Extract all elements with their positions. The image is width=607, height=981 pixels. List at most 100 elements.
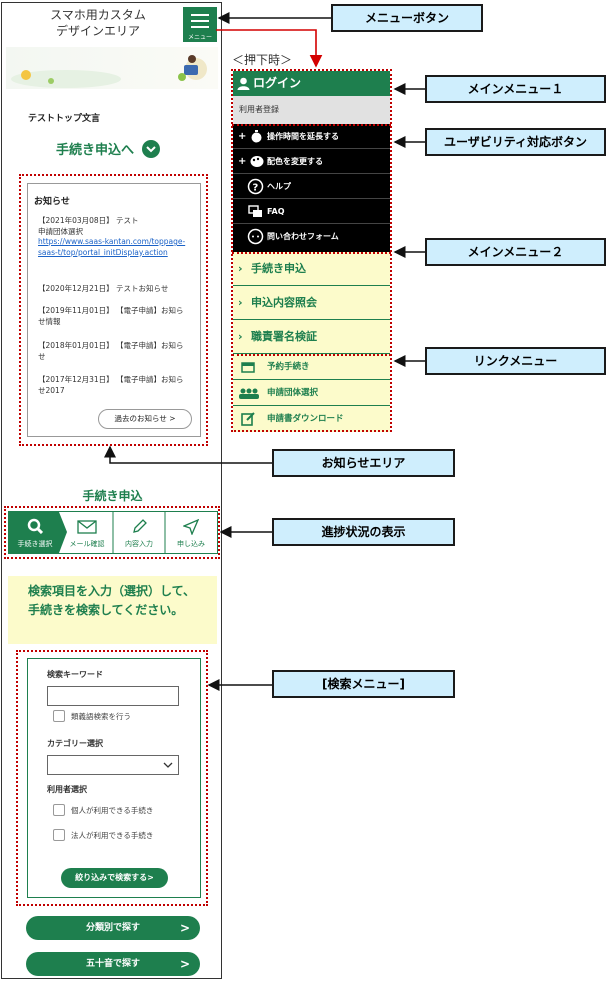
news-item: 【2021年03月08日】 テスト 申請団体選択 https://www.saa… — [38, 216, 188, 258]
procedure-link-label: 手続き申込へ — [56, 143, 135, 158]
link-item-group[interactable]: 申請団体選択 — [233, 380, 390, 406]
callout-progress: 進捗状況の表示 — [272, 518, 455, 546]
link-item-label: 予約手続き — [267, 362, 310, 372]
menu-register[interactable]: 利用者登録 — [233, 96, 390, 124]
menu-login[interactable]: ログイン — [233, 71, 390, 96]
news-item-title: 【2021年03月08日】 テスト — [38, 216, 139, 225]
extend-time-label: 操作時間を延長する — [267, 132, 339, 141]
chevron-right-icon: › — [238, 296, 243, 309]
browse-category-button[interactable]: 分類別で探す > — [26, 916, 200, 940]
help-icon: ? — [247, 178, 264, 195]
chevron-right-icon: > — [179, 921, 190, 935]
help-button[interactable]: ? ヘルプ — [233, 174, 390, 199]
link-item-download[interactable]: 申請書ダウンロード — [233, 406, 390, 432]
past-news-button[interactable]: 過去のお知らせ > — [98, 409, 192, 429]
category-select[interactable] — [47, 755, 179, 775]
link-item-label: 申請書ダウンロード — [267, 414, 344, 424]
faq-button[interactable]: FAQ — [233, 199, 390, 224]
step-label: 申し込み — [177, 540, 205, 548]
filter-search-button[interactable]: 絞り込みで検索する> — [61, 868, 168, 888]
qa-icon — [247, 228, 264, 245]
corporate-checkbox[interactable] — [53, 829, 65, 841]
usability-menu: + 操作時間を延長する + 配色を変更する ? ヘルプ FAQ 問い合わせフォー… — [233, 124, 390, 252]
keyword-input[interactable] — [47, 686, 179, 706]
help-label: ヘルプ — [267, 182, 291, 191]
step-input: 内容入力 — [113, 512, 165, 553]
menu-login-label: ログイン — [253, 76, 302, 90]
palette-icon — [250, 156, 264, 167]
procedure-heading: 手続き申込 — [82, 489, 143, 503]
top-text: テストトップ文言 — [28, 114, 101, 124]
progress-highlight — [4, 506, 220, 559]
menu-item-label: 職責署名検証 — [251, 330, 317, 343]
step-mail: メール確認 — [61, 512, 113, 553]
plus-icon: + — [238, 156, 247, 167]
search-menu-highlight — [16, 650, 208, 906]
faq-label: FAQ — [267, 207, 285, 216]
menu-item-label: 申込内容照会 — [251, 296, 317, 309]
calendar-icon — [241, 362, 255, 373]
callout-search-menu: [検索メニュー] — [272, 670, 455, 698]
procedure-link[interactable]: 手続き申込へ — [56, 139, 160, 158]
menu-button-label: メニュー — [187, 34, 212, 41]
stopwatch-icon — [251, 130, 262, 143]
arrow-news-area — [104, 445, 272, 464]
news-item: 【2019年11月01日】 【電子申請】お知らせ情報 — [38, 306, 184, 326]
contact-form-button[interactable]: 問い合わせフォーム — [233, 224, 390, 249]
step-label: メール確認 — [69, 540, 105, 548]
edit-document-icon — [241, 412, 255, 426]
news-area: お知らせ 【2021年03月08日】 テスト 申請団体選択 https://ww… — [27, 183, 201, 437]
callout-usability: ユーザビリティ対応ボタン — [425, 128, 606, 156]
step-active-shape — [9, 512, 166, 553]
menu-button[interactable]: メニュー — [183, 7, 217, 42]
browse-category-label: 分類別で探す — [85, 923, 140, 933]
news-item: 【2017年12月31日】 【電子申請】お知らせ2017 — [38, 375, 184, 395]
chat-icon — [248, 205, 262, 217]
personal-checkbox[interactable] — [53, 804, 65, 816]
synonym-checkbox[interactable] — [53, 710, 65, 722]
main-menu-2-divider — [232, 252, 391, 254]
link-item-reservation[interactable]: 予約手続き — [233, 354, 390, 380]
chevron-right-icon: > — [179, 957, 190, 971]
step-apply: 申し込み — [165, 512, 217, 553]
personal-label: 個人が利用できる手続き — [71, 806, 154, 815]
browse-kana-button[interactable]: 五十音で探す > — [26, 952, 200, 976]
mail-icon — [77, 520, 97, 534]
progress-steps: 手続き選択 メール確認 内容入力 申し込み — [8, 511, 218, 554]
chevron-down-icon — [163, 762, 173, 768]
chevron-right-icon: › — [238, 330, 243, 343]
menu-item-inquiry[interactable]: › 申込内容照会 — [233, 286, 390, 320]
category-label: カテゴリー選択 — [47, 739, 103, 748]
menu-item-signature[interactable]: › 職責署名検証 — [233, 320, 390, 354]
step-label: 内容入力 — [125, 540, 153, 548]
phone-mockup: スマホ用カスタム デザインエリア メニュー テストトップ文言 手続き申込へ お知… — [1, 2, 222, 979]
banner-illustration — [11, 55, 207, 88]
news-item-link[interactable]: https://www.saas-kantan.com/toppage-saas… — [38, 237, 186, 257]
contact-form-label: 問い合わせフォーム — [267, 232, 339, 241]
main-menu-highlight — [231, 69, 392, 432]
news-item: 【2018年01月01日】 【電子申請】お知らせ — [38, 341, 184, 361]
svg-text:?: ? — [253, 183, 259, 194]
change-color-button[interactable]: + 配色を変更する — [233, 149, 390, 174]
hamburger-icon-bar — [191, 26, 209, 28]
link-item-label: 申請団体選択 — [267, 388, 319, 398]
callout-news-area: お知らせエリア — [272, 449, 455, 477]
news-item: 【2020年12月21日】 テストお知らせ — [38, 284, 169, 293]
step-select: 手続き選択 — [9, 512, 61, 553]
news-item-sub: 申請団体選択 — [38, 226, 83, 236]
extend-time-button[interactable]: + 操作時間を延長する — [233, 124, 390, 149]
hamburger-icon — [191, 14, 209, 16]
news-area-highlight — [19, 174, 208, 446]
plus-icon: + — [238, 131, 247, 142]
user-icon — [237, 77, 250, 90]
main-menu-2: › 手続き申込 › 申込内容照会 › 職責署名検証 予約手続き 申請団体選択 申… — [233, 252, 390, 432]
custom-design-area: スマホ用カスタム デザインエリア — [38, 7, 158, 39]
search-hint: 検索項目を入力（選択）して、手続きを検索してください。 — [8, 576, 217, 644]
corporate-label: 法人が利用できる手続き — [71, 831, 154, 840]
pressed-state-label: ＜押下時＞ — [232, 53, 293, 67]
menu-item-procedure[interactable]: › 手続き申込 — [233, 252, 390, 286]
send-icon — [182, 518, 200, 536]
keyword-label: 検索キーワード — [47, 670, 103, 679]
pencil-icon — [133, 519, 147, 533]
